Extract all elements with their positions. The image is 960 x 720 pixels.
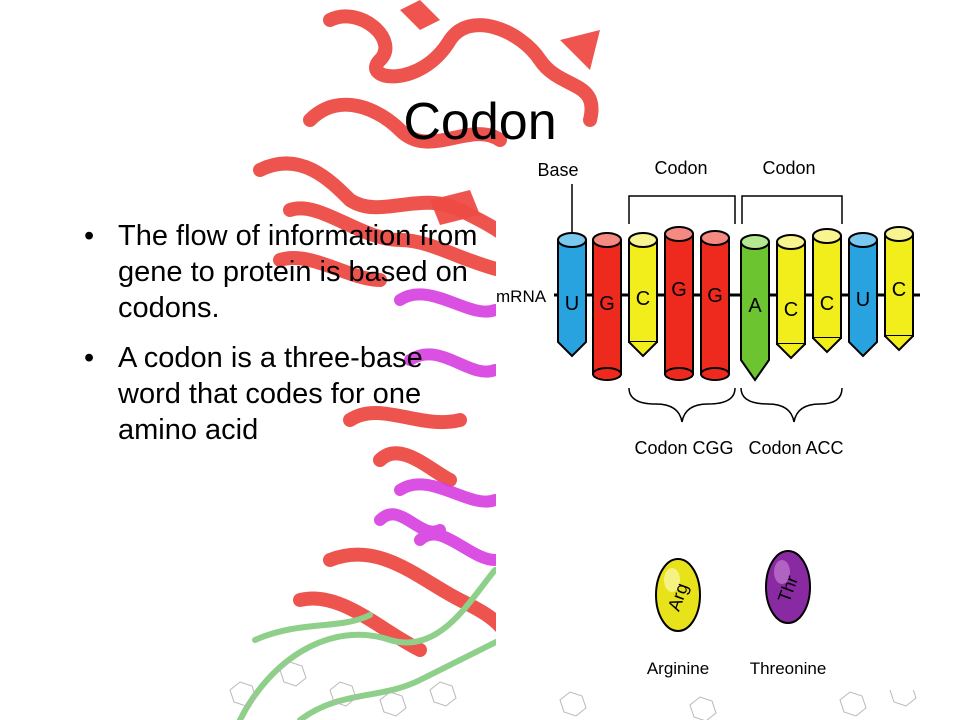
- nucleotide-c: C: [884, 226, 914, 352]
- codon-diagram-figure: Base Codon Codon mRNA U G: [496, 158, 920, 678]
- svg-text:A: A: [748, 295, 762, 317]
- arginine-label: Arginine: [647, 659, 709, 678]
- bullet-dot-icon: •: [84, 342, 95, 374]
- codon-brace-2: [740, 387, 843, 423]
- nucleotide-c: C: [812, 228, 842, 354]
- nucleotide-row: U G C G: [557, 226, 914, 382]
- molecule-wireframe: [229, 661, 917, 720]
- codon-cgg-label: Codon CGG: [634, 438, 733, 458]
- codon-label-1: Codon: [654, 158, 707, 178]
- nucleotide-c: C: [628, 232, 658, 358]
- svg-text:G: G: [671, 279, 687, 301]
- bullet-item: • A codon is a three-base word that code…: [78, 340, 478, 448]
- codon-diagram: Base Codon Codon mRNA U G: [496, 150, 960, 690]
- arginine-molecule: Arg: [655, 558, 701, 632]
- magenta-protein-ribbon: [374, 288, 501, 566]
- nucleotide-g: G: [664, 226, 694, 381]
- nucleotide-u: U: [848, 232, 878, 358]
- codon-brace-1: [628, 387, 736, 423]
- threonine-molecule: Thr: [765, 550, 811, 624]
- codon-bracket-2: [741, 195, 843, 224]
- slide-title: Codon: [403, 93, 557, 151]
- bullet-text: A codon is a three-base word that codes …: [118, 342, 423, 446]
- svg-text:C: C: [636, 288, 650, 310]
- svg-text:G: G: [599, 293, 615, 315]
- nucleotide-g: G: [700, 230, 730, 381]
- bullet-item: • The flow of information from gene to p…: [78, 218, 478, 326]
- svg-text:C: C: [820, 293, 834, 315]
- red-protein-ribbon: [253, 9, 599, 657]
- svg-text:C: C: [892, 279, 906, 301]
- codon-label-2: Codon: [762, 158, 815, 178]
- svg-text:U: U: [856, 289, 870, 311]
- codon-bracket-1: [628, 195, 736, 224]
- nucleotide-c: C: [776, 234, 806, 360]
- svg-text:C: C: [784, 299, 798, 321]
- nucleotide-a: A: [740, 234, 770, 382]
- mrna-label: mRNA: [496, 287, 547, 306]
- svg-text:U: U: [565, 293, 579, 315]
- dna-backbone: [237, 567, 503, 720]
- base-label: Base: [537, 160, 578, 180]
- nucleotide-g: G: [592, 232, 622, 381]
- threonine-label: Threonine: [750, 659, 827, 678]
- codon-acc-label: Codon ACC: [748, 438, 843, 458]
- bullet-dot-icon: •: [84, 220, 95, 252]
- bullet-text: The flow of information from gene to pro…: [118, 220, 478, 324]
- svg-text:G: G: [707, 285, 723, 307]
- bullet-list: • The flow of information from gene to p…: [78, 218, 478, 462]
- nucleotide-u: U: [557, 232, 587, 358]
